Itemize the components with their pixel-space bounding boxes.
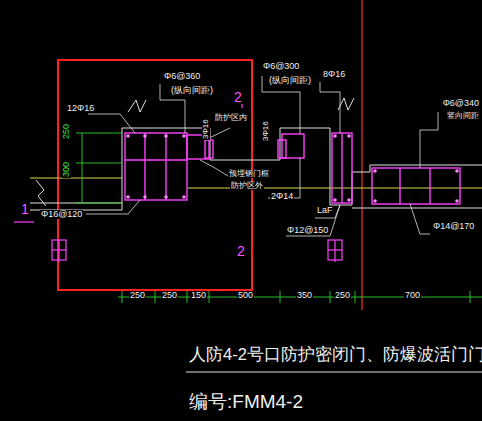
drawing-title: 人防4-2号口防护密闭门、防爆波活门门	[188, 346, 482, 363]
rebar-annotation: 700	[404, 291, 421, 300]
rebar-annotation: Φ6@360	[163, 72, 201, 81]
rebar-annotation: (纵向间距)	[268, 76, 312, 85]
rebar-annotation: 3Φ16	[262, 120, 270, 142]
drawing-number: 编号:FMM4-2	[188, 392, 304, 411]
rebar-annotation: 竖向间距	[446, 112, 480, 120]
dimension: 300	[62, 161, 71, 178]
rebar-annotation: Φ14@170	[432, 222, 475, 231]
section-number: 1	[20, 202, 30, 216]
section-number: 2	[236, 244, 246, 258]
rebar-annotation: 250	[334, 291, 351, 300]
rebar-annotation: Φ6@300	[262, 62, 300, 71]
section-number: 2	[233, 90, 243, 104]
rebar-annotation: 2Φ14	[270, 192, 294, 201]
rebar-annotation: LaF	[316, 206, 334, 215]
rebar-annotation: Φ6@340	[442, 99, 480, 108]
rebar-annotation: 防护区内	[214, 114, 248, 122]
rebar-annotation: 250	[129, 291, 146, 300]
rebar-annotation: Φ12@150	[286, 226, 329, 235]
rebar-annotation: (纵向间距)	[170, 86, 214, 95]
rebar-annotation: 12Φ16	[66, 104, 95, 113]
dimension: 250	[62, 123, 71, 140]
rebar-annotation: 500	[237, 291, 254, 300]
rebar-annotation: 350	[296, 291, 313, 300]
rebar-annotation: 防护区外	[230, 182, 264, 190]
rebar-annotation: 150	[190, 291, 207, 300]
rebar-annotation: 3Φ16	[202, 118, 210, 140]
rebar-annotation: 250	[161, 291, 178, 300]
rebar-annotation: 预埋钢门框	[228, 170, 270, 178]
rebar-annotation: Φ16@120	[40, 210, 83, 219]
rebar-annotation: 8Φ16	[322, 70, 346, 79]
